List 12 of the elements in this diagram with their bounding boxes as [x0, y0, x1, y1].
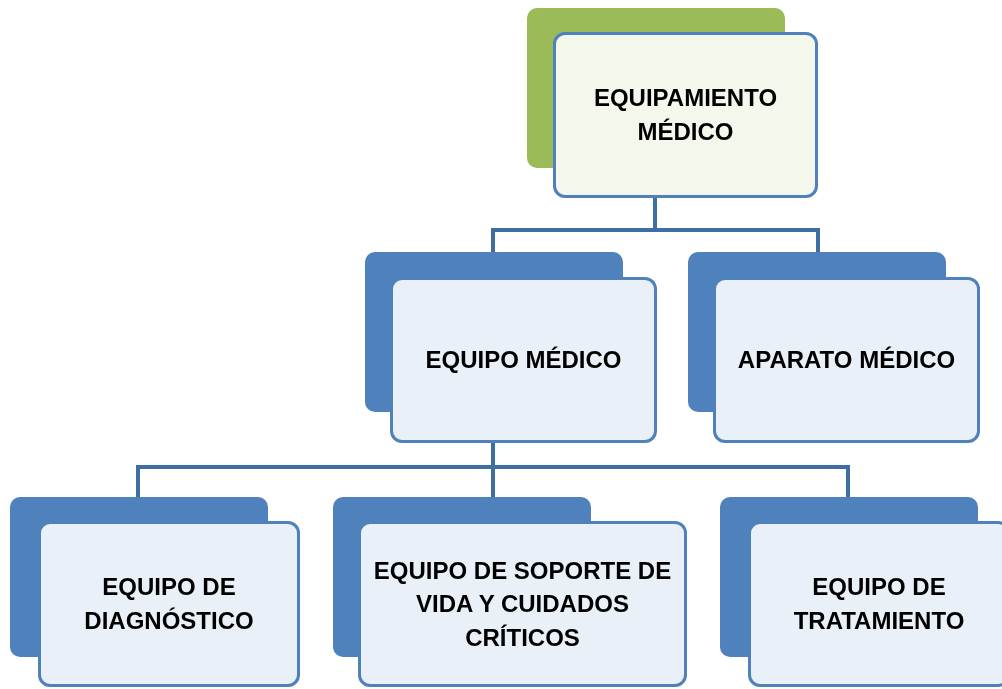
node-label: APARATO MÉDICO [737, 345, 956, 376]
node-label: EQUIPO DE DIAGNÓSTICO [83, 572, 255, 636]
node-label: EQUIPO DE TRATAMIENTO [792, 572, 966, 636]
stacked-box [720, 497, 1002, 687]
stacked-box [365, 252, 657, 443]
stacked-box [688, 252, 980, 443]
node-label: EQUIPO DE SOPORTE DE VIDA Y CUIDADOS CRÍTICOS [372, 555, 673, 653]
node-label: EQUIPAMIENTO MÉDICO [592, 83, 779, 147]
node-label: EQUIPO MÉDICO [425, 345, 622, 376]
stacked-box [333, 497, 687, 687]
stacked-box [527, 8, 818, 198]
stacked-box [10, 497, 300, 687]
